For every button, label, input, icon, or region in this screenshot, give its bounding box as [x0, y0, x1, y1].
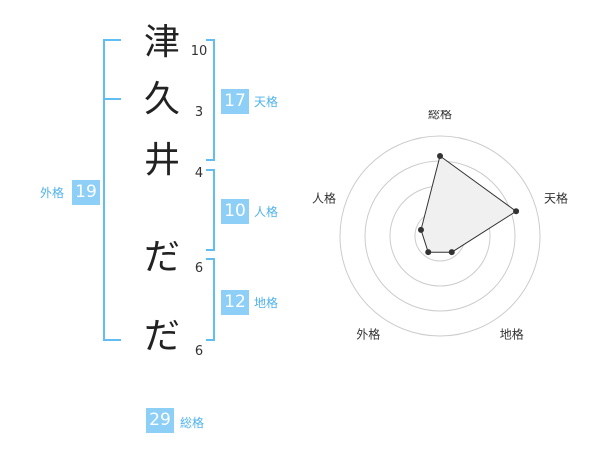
label-chikaku: 地格	[254, 296, 279, 310]
name-char-3: 井	[143, 140, 180, 181]
name-char-4: だ	[143, 237, 180, 278]
label-jinkaku: 人格	[254, 205, 279, 219]
radar-point-4	[425, 249, 432, 256]
radar-axis-label-3: 地格	[500, 327, 524, 342]
name-char-1: 津	[143, 22, 180, 63]
badge-jinkaku: 10	[221, 199, 249, 224]
radar-axis-label-2: 天格	[544, 190, 568, 205]
radar-point-2	[513, 208, 520, 215]
radar-axis-label-4: 外格	[356, 327, 380, 342]
badge-chikaku: 12	[221, 290, 249, 315]
radar-point-3	[448, 249, 455, 256]
name-char-2: 久	[143, 79, 180, 120]
stroke-count-4: 6	[194, 261, 204, 276]
label-soukaku: 総格	[180, 416, 205, 430]
radar-area	[420, 155, 517, 253]
badge-tenkaku: 17	[221, 89, 249, 114]
bracket-tenkaku	[206, 39, 215, 161]
stroke-count-1: 10	[190, 44, 208, 59]
name-char-5: だ	[143, 316, 180, 357]
bracket-chikaku	[206, 258, 215, 341]
radar-ring-4	[339, 135, 541, 337]
badge-gaikaku: 19	[72, 180, 100, 205]
radar-axis-label-1: 総格	[428, 110, 452, 121]
stroke-count-3: 4	[194, 166, 204, 181]
label-tenkaku: 天格	[254, 95, 279, 109]
radar-point-1	[437, 153, 443, 159]
label-gaikaku: 外格	[40, 186, 65, 200]
stroke-count-2: 3	[194, 105, 204, 120]
bracket-jinkaku	[206, 169, 215, 251]
radar-axis-label-5: 人格	[312, 190, 336, 205]
bracket-gaikaku	[103, 39, 121, 341]
radar-point-5	[417, 226, 424, 233]
stroke-count-5: 6	[194, 344, 204, 359]
badge-soukaku: 29	[146, 408, 174, 433]
